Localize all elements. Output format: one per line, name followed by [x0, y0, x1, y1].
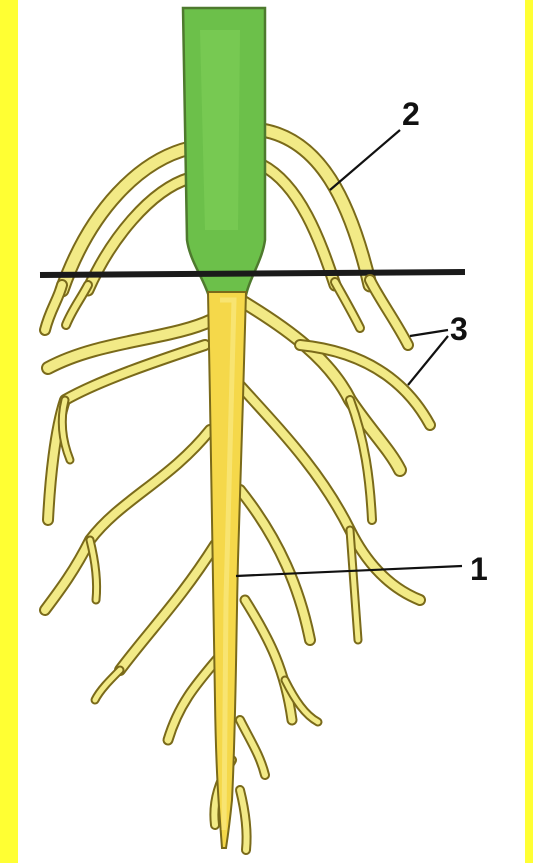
stem: [183, 8, 265, 300]
label-adventitious-root: 2: [402, 96, 420, 132]
label-lateral-root: 3: [450, 311, 468, 347]
soil-line: [40, 272, 465, 275]
label-main-root: 1: [470, 551, 488, 587]
